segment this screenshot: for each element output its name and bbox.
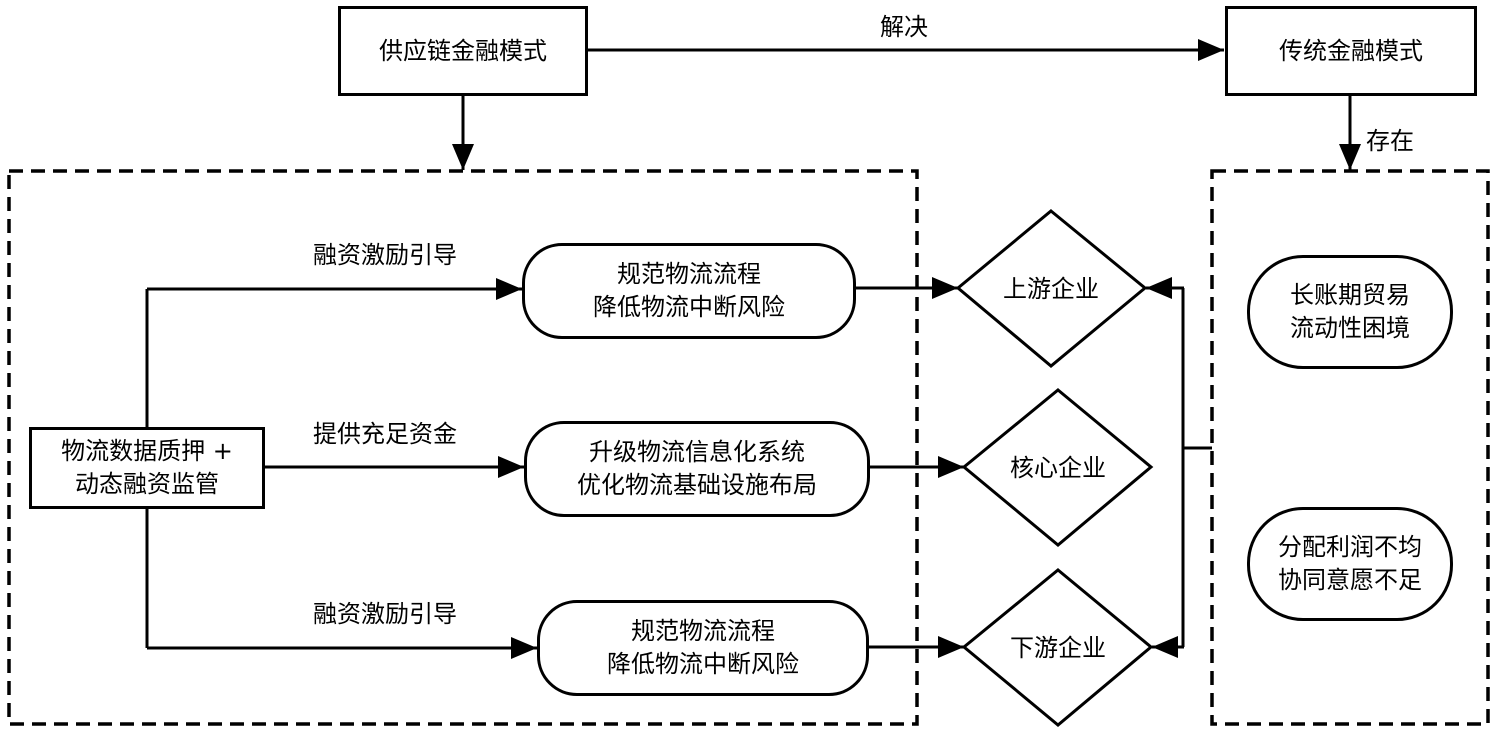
problem-box-liquidity: 长账期贸易 流动性困境 xyxy=(1247,255,1453,369)
problem-box-profit: 分配利润不均 协同意愿不足 xyxy=(1247,507,1453,621)
upstream-action-line-1: 规范物流流程 xyxy=(617,260,761,288)
downstream-action-line-1: 规范物流流程 xyxy=(631,617,775,645)
core-action-line-1: 升级物流信息化系统 xyxy=(589,438,805,466)
exist-edge-label: 存在 xyxy=(1366,127,1414,155)
core-enterprise-label: 核心企业 xyxy=(1010,454,1106,482)
problem-liquidity-line-1: 长账期贸易 xyxy=(1290,281,1410,309)
source-line-1: 物流数据质押 + xyxy=(61,437,233,465)
traditional-mode-label: 传统金融模式 xyxy=(1279,36,1423,65)
edge-label-core: 提供充足资金 xyxy=(313,420,457,448)
scf-solution-group-frame xyxy=(7,169,919,726)
scf-mode-label: 供应链金融模式 xyxy=(379,36,547,65)
problem-liquidity-line-2: 流动性困境 xyxy=(1290,314,1410,342)
scf-mode-box: 供应链金融模式 xyxy=(338,6,588,96)
upstream-enterprise-label: 上游企业 xyxy=(1003,275,1099,303)
source-box: 物流数据质押 + 动态融资监管 xyxy=(29,427,265,509)
traditional-mode-box: 传统金融模式 xyxy=(1225,6,1477,96)
core-action-line-2: 优化物流基础设施布局 xyxy=(577,471,817,499)
diamond-upstream xyxy=(955,209,1148,368)
downstream-action-line-2: 降低物流中断风险 xyxy=(607,650,799,678)
downstream-action-box: 规范物流流程 降低物流中断风险 xyxy=(537,600,869,696)
problem-profit-line-1: 分配利润不均 xyxy=(1278,533,1422,561)
source-line-2: 动态融资监管 xyxy=(75,470,219,498)
traditional-problems-group-frame xyxy=(1210,169,1490,726)
solve-edge-label: 解决 xyxy=(880,13,928,41)
diamond-downstream xyxy=(961,568,1154,727)
diamond-core xyxy=(961,388,1154,547)
downstream-enterprise-label: 下游企业 xyxy=(1010,634,1106,662)
upstream-action-line-2: 降低物流中断风险 xyxy=(593,293,785,321)
core-action-box: 升级物流信息化系统 优化物流基础设施布局 xyxy=(524,421,870,517)
upstream-action-box: 规范物流流程 降低物流中断风险 xyxy=(522,243,856,339)
problem-profit-line-2: 协同意愿不足 xyxy=(1278,566,1422,594)
edge-label-downstream: 融资激励引导 xyxy=(313,600,457,628)
edge-label-upstream: 融资激励引导 xyxy=(313,241,457,269)
